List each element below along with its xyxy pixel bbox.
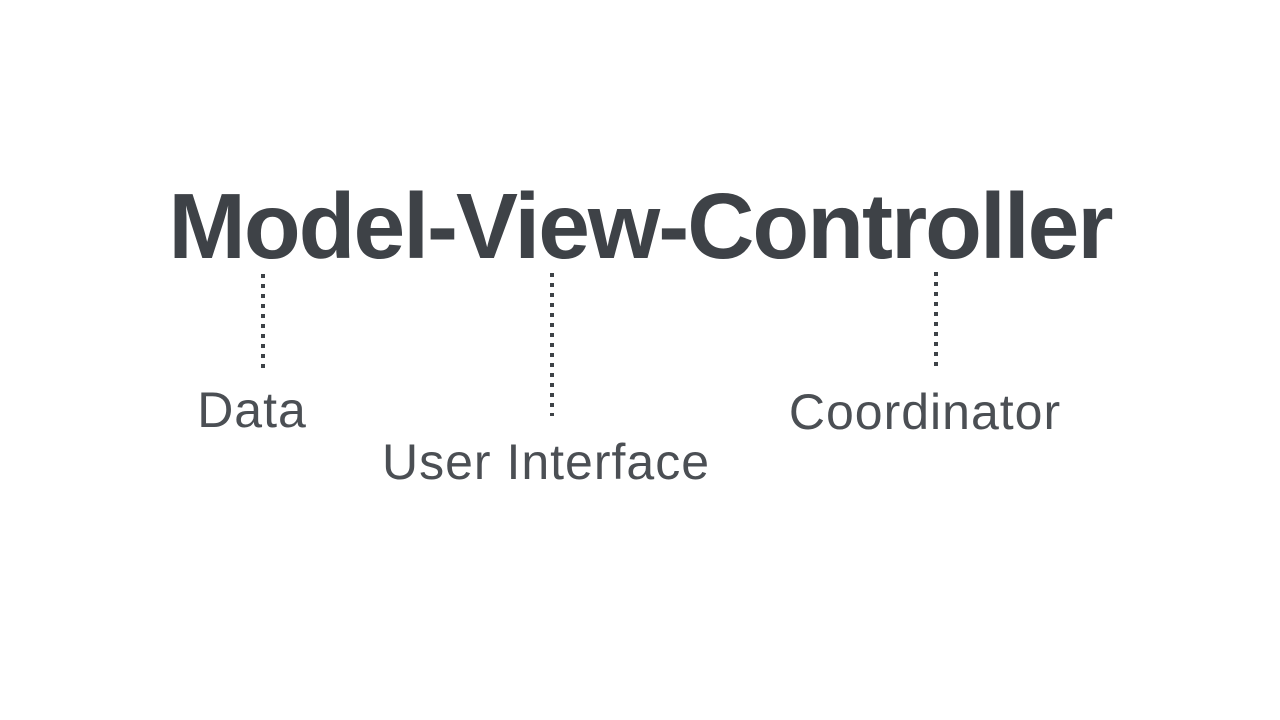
dotted-connector-view [550,273,554,416]
label-model-meaning: Data [197,382,307,438]
diagram-title: Model-View-Controller [168,174,1113,278]
label-controller-meaning: Coordinator [788,384,1062,440]
dotted-connector-model [261,274,265,369]
dotted-connector-controller [934,272,938,369]
label-view-meaning: User Interface [381,434,711,490]
